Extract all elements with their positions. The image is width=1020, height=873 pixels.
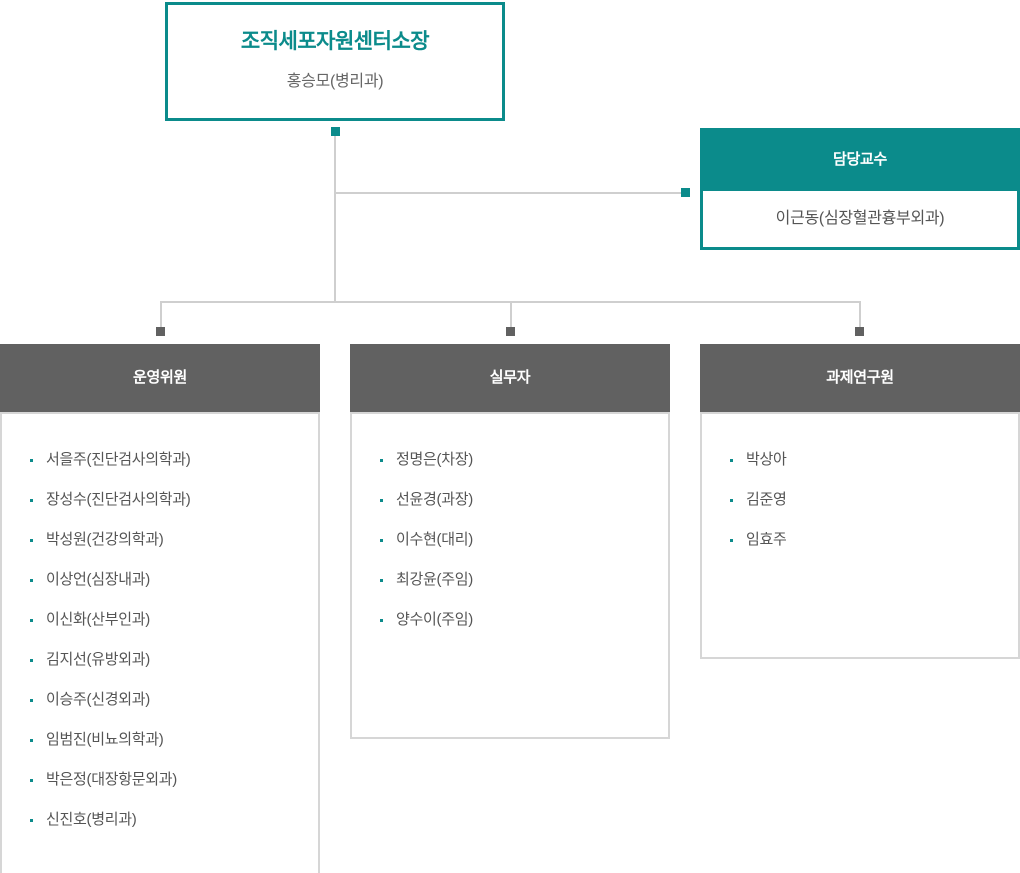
director-title: 조직세포자원센터소장: [240, 30, 430, 53]
director-box: 조직세포자원센터소장 홍승모(병리과): [165, 2, 505, 121]
list-item: 양수이(주임): [352, 600, 668, 640]
list-item: 박상아: [702, 440, 1018, 480]
list-item: 장성수(진단검사의학과): [2, 480, 318, 520]
member-name: 이승주(신경외과): [46, 691, 150, 708]
member-name: 임범진(비뇨의학과): [46, 731, 164, 748]
list-item: 박성원(건강의학과): [2, 520, 318, 560]
list-item: 김지선(유방외과): [2, 640, 318, 680]
list-item: 박은정(대장항문외과): [2, 760, 318, 800]
member-name: 임효주: [746, 531, 787, 548]
member-name: 최강윤(주임): [396, 571, 473, 588]
bullet-icon: [380, 579, 383, 582]
bullet-icon: [30, 739, 33, 742]
bullet-icon: [380, 619, 383, 622]
bullet-icon: [730, 499, 733, 502]
bullet-icon: [30, 659, 33, 662]
list-item: 정명은(차장): [352, 440, 668, 480]
connector-line-group-0: [160, 301, 162, 331]
bullet-icon: [30, 699, 33, 702]
professor-header: 담당교수: [700, 128, 1020, 191]
director-name: 홍승모(병리과): [286, 73, 384, 91]
group-body: 서을주(진단검사의학과) 장성수(진단검사의학과) 박성원(건강의학과) 이상언…: [0, 412, 320, 873]
bullet-icon: [30, 539, 33, 542]
list-item: 이수현(대리): [352, 520, 668, 560]
connector-line-group-2: [859, 301, 861, 331]
member-name: 박은정(대장항문외과): [46, 771, 177, 788]
group-member-list: 서을주(진단검사의학과) 장성수(진단검사의학과) 박성원(건강의학과) 이상언…: [2, 440, 318, 840]
group-body: 정명은(차장) 선윤경(과장) 이수현(대리) 최강윤(주임) 양수이(주임): [350, 412, 670, 739]
list-item: 김준영: [702, 480, 1018, 520]
member-name: 정명은(차장): [396, 451, 473, 468]
member-name: 김준영: [746, 491, 787, 508]
list-item: 이승주(신경외과): [2, 680, 318, 720]
list-item: 최강윤(주임): [352, 560, 668, 600]
group-header: 실무자: [350, 344, 670, 412]
bullet-icon: [30, 459, 33, 462]
bullet-icon: [30, 499, 33, 502]
bullet-icon: [380, 459, 383, 462]
connector-line-group-1: [510, 301, 512, 331]
professor-box: 담당교수 이근동(심장혈관흉부외과): [700, 128, 1020, 250]
bullet-icon: [380, 499, 383, 502]
list-item: 서을주(진단검사의학과): [2, 440, 318, 480]
member-name: 이수현(대리): [396, 531, 473, 548]
bullet-icon: [30, 579, 33, 582]
group-column-operating-committee: 운영위원 서을주(진단검사의학과) 장성수(진단검사의학과) 박성원(건강의학과…: [0, 344, 320, 873]
connector-line-professor-horizontal: [334, 192, 683, 194]
member-name: 양수이(주임): [396, 611, 473, 628]
member-name: 신진호(병리과): [46, 811, 137, 828]
list-item: 임효주: [702, 520, 1018, 560]
connector-node-group-2: [855, 327, 864, 336]
member-name: 김지선(유방외과): [46, 651, 150, 668]
member-name: 장성수(진단검사의학과): [46, 491, 191, 508]
connector-node-director: [331, 127, 340, 136]
bullet-icon: [380, 539, 383, 542]
list-item: 신진호(병리과): [2, 800, 318, 840]
list-item: 이신화(산부인과): [2, 600, 318, 640]
member-name: 선윤경(과장): [396, 491, 473, 508]
member-name: 이상언(심장내과): [46, 571, 150, 588]
connector-node-group-1: [506, 327, 515, 336]
connector-line-director-vertical: [334, 136, 336, 302]
bullet-icon: [30, 779, 33, 782]
group-column-project-researchers: 과제연구원 박상아 김준영 임효주: [700, 344, 1020, 659]
group-column-staff: 실무자 정명은(차장) 선윤경(과장) 이수현(대리) 최강윤(주임) 양수이(…: [350, 344, 670, 739]
professor-name: 이근동(심장혈관흉부외과): [700, 191, 1020, 250]
group-header: 운영위원: [0, 344, 320, 412]
list-item: 선윤경(과장): [352, 480, 668, 520]
bullet-icon: [30, 819, 33, 822]
connector-node-group-0: [156, 327, 165, 336]
member-name: 이신화(산부인과): [46, 611, 150, 628]
list-item: 임범진(비뇨의학과): [2, 720, 318, 760]
member-name: 박성원(건강의학과): [46, 531, 164, 548]
group-member-list: 정명은(차장) 선윤경(과장) 이수현(대리) 최강윤(주임) 양수이(주임): [352, 440, 668, 640]
connector-node-professor: [681, 188, 690, 197]
group-body: 박상아 김준영 임효주: [700, 412, 1020, 659]
member-name: 서을주(진단검사의학과): [46, 451, 191, 468]
group-header: 과제연구원: [700, 344, 1020, 412]
member-name: 박상아: [746, 451, 787, 468]
bullet-icon: [730, 459, 733, 462]
bullet-icon: [30, 619, 33, 622]
bullet-icon: [730, 539, 733, 542]
list-item: 이상언(심장내과): [2, 560, 318, 600]
group-member-list: 박상아 김준영 임효주: [702, 440, 1018, 560]
